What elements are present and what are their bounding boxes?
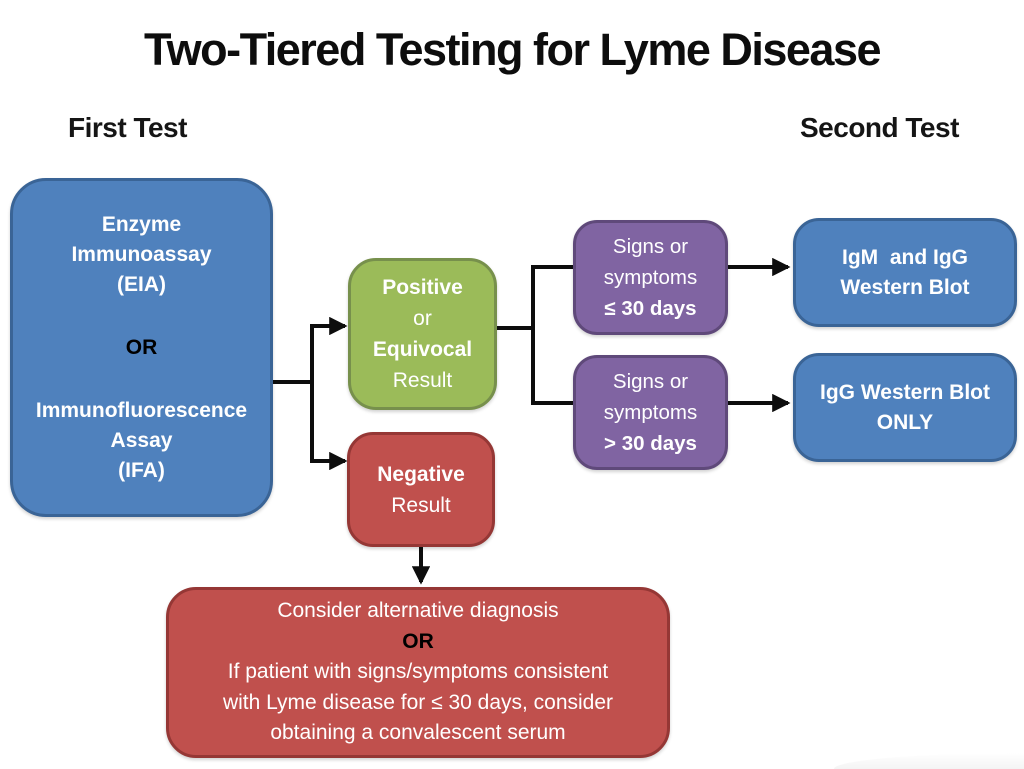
symptoms-line: symptoms (603, 401, 698, 424)
eia-line: Enzyme (101, 212, 182, 236)
alt-line: with Lyme disease for ≤ 30 days, conside… (222, 690, 614, 714)
only-line: ONLY (876, 410, 934, 434)
duration-line: > 30 days (604, 432, 697, 455)
node-symptoms-gt-30-days: Signs or symptoms > 30 days (573, 355, 728, 470)
eia-line: Immunoassay (71, 242, 212, 266)
symptoms-line: symptoms (603, 266, 698, 289)
node-negative-result: Negative Result (347, 432, 495, 547)
alt-line: If patient with signs/symptoms consisten… (227, 660, 609, 684)
blot-line: IgG Western Blot (820, 380, 990, 404)
blot-line: Western Blot (840, 275, 970, 299)
ifa-text: Immunofluorescence Assay (IFA) (36, 396, 247, 486)
second-test-column-label: Second Test (800, 112, 959, 143)
first-test-column-label: First Test (68, 112, 187, 143)
or-separator: OR (402, 629, 434, 653)
blot-line: IgM and IgG (842, 245, 968, 269)
signs-line: Signs or (612, 235, 689, 258)
result-word: Result (391, 493, 451, 517)
ifa-line: Immunofluorescence (35, 398, 248, 422)
duration-line: ≤ 30 days (604, 297, 697, 320)
node-positive-equivocal: Positive or Equivocal Result (348, 258, 497, 410)
negative-label: Negative (377, 462, 465, 486)
alt-line: obtaining a convalescent serum (270, 721, 566, 745)
eia-text: Enzyme Immunoassay (EIA) (71, 210, 211, 300)
signs-line: Signs or (612, 370, 689, 393)
node-symptoms-le-30-days: Signs or symptoms ≤ 30 days (573, 220, 728, 335)
ifa-line: (IFA) (118, 458, 165, 482)
node-eia-ifa: Enzyme Immunoassay (EIA) OR Immunofluore… (10, 178, 273, 517)
node-igg-western-blot-only: IgG Western Blot ONLY (793, 353, 1017, 462)
or-separator: OR (125, 335, 158, 359)
page-title: Two-Tiered Testing for Lyme Disease (143, 24, 882, 75)
ifa-line: Assay (110, 428, 173, 452)
eia-line: (EIA) (117, 272, 166, 296)
equivocal-label: Equivocal (372, 338, 473, 361)
or-word: or (413, 307, 432, 330)
positive-label: Positive (382, 276, 463, 299)
node-igm-igg-western-blot: IgM and IgG Western Blot (793, 218, 1017, 327)
alt-line: Consider alternative diagnosis (277, 599, 559, 623)
node-alternative-diagnosis: Consider alternative diagnosis OR If pat… (166, 587, 670, 758)
result-word: Result (392, 369, 453, 392)
